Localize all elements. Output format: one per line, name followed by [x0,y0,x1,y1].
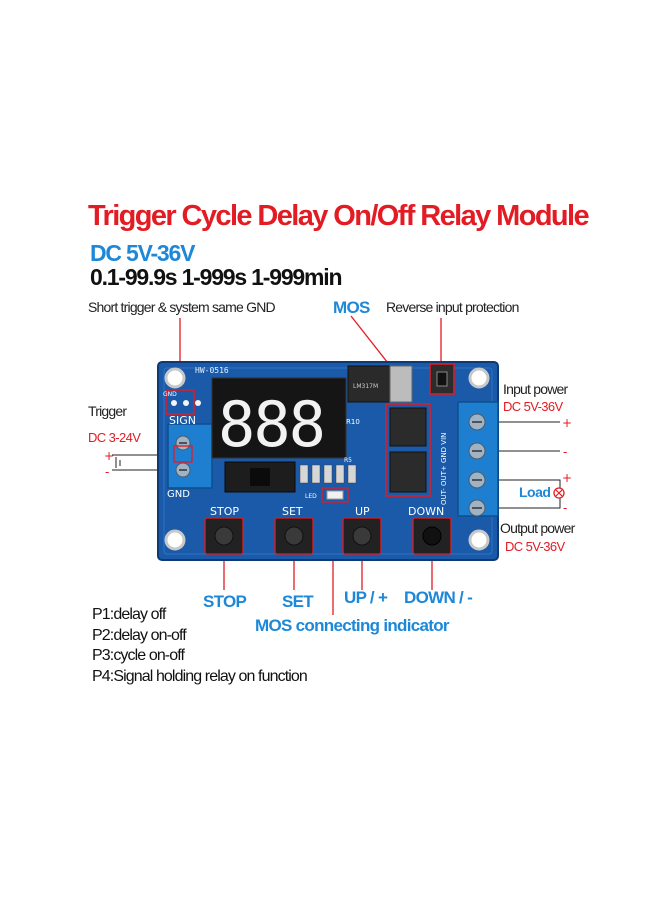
seven-segment-display [211,377,347,459]
board-model: HW-0516 [195,366,229,375]
mos-led-icon [326,490,344,500]
timing-ranges: 0.1-99.9s 1-999s 1-999min [90,264,343,290]
page-title: Trigger Cycle Delay On/Off Relay Module [88,200,590,232]
function-notes: P1:delay off P2:delay on-off P3:cycle on… [92,605,308,687]
svg-text:+: + [562,416,572,430]
gnd-pad [171,400,177,406]
reverse-protection-diode [429,363,455,395]
mounting-hole [468,529,490,551]
output-power-label: Output power [500,520,575,536]
trigger-voltage-label: DC 3-24V [88,430,141,445]
mos-label: MOS [333,298,370,317]
set-callout: SET [282,592,314,611]
sign-silk: SIGN [169,414,196,427]
mos-highlight [385,403,431,497]
mounting-hole [164,367,186,389]
svg-text:GND: GND [163,391,177,398]
svg-text:LED: LED [305,493,317,500]
trigger-terminal-block [167,423,213,489]
regulator-chip [347,365,391,403]
down-callout: DOWN / - [404,588,473,607]
svg-text:R10: R10 [346,418,360,426]
mos-chip [389,451,427,493]
svg-text:-: - [105,465,109,479]
svg-text:UP: UP [355,505,370,518]
svg-text:+: + [104,449,114,463]
input-voltage-label: DC 5V-36V [503,399,563,414]
up-callout: UP / + [344,588,388,607]
output-voltage-label: DC 5V-36V [505,539,565,554]
svg-text:LM317M: LM317M [353,383,378,390]
svg-text:-: - [563,501,567,515]
svg-text:GND: GND [167,489,190,500]
mos-chip [389,407,427,447]
svg-text:R5: R5 [344,457,352,464]
stop-callout: STOP [203,592,247,611]
display-digits: 888 [218,388,324,461]
svg-text:SET: SET [282,505,303,518]
short-trigger-label: Short trigger & system same GND [88,299,276,315]
input-power-label: Input power [503,381,568,397]
note-p3: P3:cycle on-off [92,647,185,664]
voltage-spec: DC 5V-36V [90,240,195,266]
mounting-hole [164,529,186,551]
svg-text:DOWN: DOWN [408,505,444,518]
svg-text:+: + [562,471,572,485]
gnd-pad [195,400,201,406]
note-p2: P2:delay on-off [92,626,187,644]
svg-text:-: - [563,445,567,459]
mos-indicator-callout: MOS connecting indicator [255,616,450,635]
load-wire-minus [485,497,561,509]
reverse-protection-label: Reverse input protection [386,299,519,315]
trigger-pad [183,400,189,406]
svg-text:STOP: STOP [210,505,239,518]
trigger-label: Trigger [88,403,127,419]
led-highlight [321,487,349,503]
short-trigger-highlight [165,389,195,415]
mounting-hole [468,367,490,389]
load-label: Load [519,484,551,500]
note-p1: P1:delay off [92,606,166,623]
note-p4: P4:Signal holding relay on function [92,667,308,685]
output-pin-silk: OUT- OUT+ GND VIN [440,433,448,505]
